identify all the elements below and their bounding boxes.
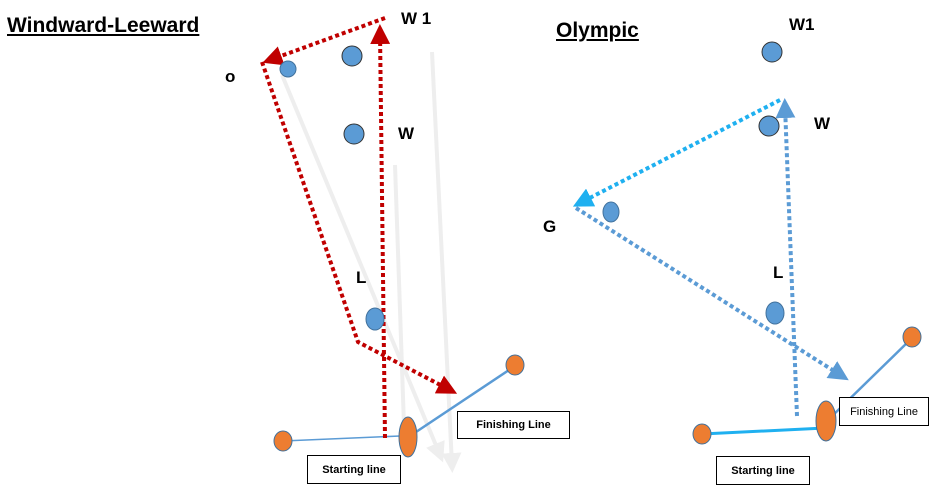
wl-course-upwind <box>370 24 391 439</box>
oly-course-g-to-finish <box>574 206 849 381</box>
oly-label-g: G <box>543 217 557 236</box>
wl-label-w1: W 1 <box>401 9 432 28</box>
oly-starting-line-label: Starting line <box>716 456 810 485</box>
oly-label-w: W <box>814 114 831 133</box>
oly-committee-boat <box>815 400 837 442</box>
wl-committee-boat <box>398 416 418 458</box>
oly-label-l: L <box>773 263 784 282</box>
oly-mark-g <box>602 201 620 223</box>
wl-finishing-line-label: Finishing Line <box>457 411 570 439</box>
wl-mark-offset <box>279 60 297 78</box>
oly-course-upwind <box>775 98 799 417</box>
wl-course-downwind <box>260 61 458 394</box>
oly-mark-w <box>758 115 780 137</box>
oly-title: Olympic <box>556 19 639 42</box>
wl-course-w1-to-o <box>262 16 386 66</box>
oly-label-w1: W1 <box>789 15 815 34</box>
wl-starting-line-label: Starting line <box>307 455 401 484</box>
ghost-arrow-2 <box>393 164 407 456</box>
ghost-arrow-1 <box>280 74 445 463</box>
oly-line-pin <box>692 423 712 445</box>
oly-finishing-line-label: Finishing Line <box>839 397 929 426</box>
wl-label-w: W <box>398 124 415 143</box>
wl-mark-l <box>365 307 385 331</box>
ghost-arrow-3 <box>430 51 462 473</box>
wl-finishing-line <box>409 364 516 438</box>
oly-starting-line <box>701 426 826 436</box>
wl-line-pin <box>273 430 293 452</box>
oly-mark-w1 <box>761 41 783 63</box>
wl-mark-w <box>343 123 365 145</box>
wl-label-o: o <box>225 67 236 86</box>
wl-finish-pin <box>505 354 525 376</box>
oly-mark-l <box>765 301 785 325</box>
wl-starting-line <box>282 435 401 442</box>
oly-finish-pin <box>902 326 922 348</box>
wl-label-l: L <box>356 268 367 287</box>
wl-mark-w1 <box>341 45 363 67</box>
wl-title: Windward-Leeward <box>7 14 200 37</box>
oly-course-w-to-g <box>572 98 781 207</box>
